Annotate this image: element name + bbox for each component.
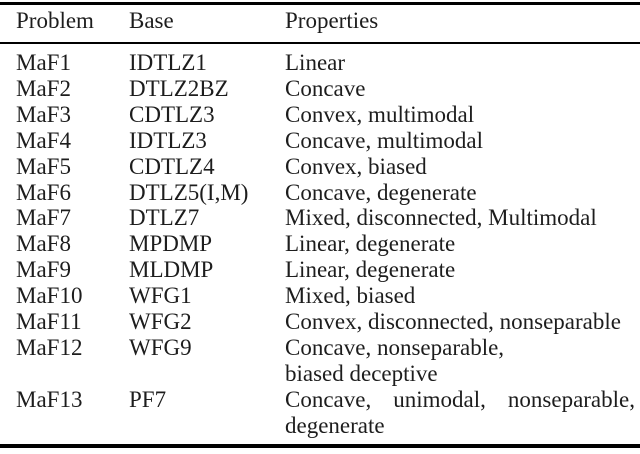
property-line: Mixed, biased (285, 283, 416, 309)
problem-cell: MaF3 (16, 101, 71, 127)
problem-cell: MaF7 (16, 205, 71, 231)
property-line: Linear, degenerate (285, 257, 456, 283)
base-cell: MPDMP (129, 231, 213, 257)
properties-cell: Linear (285, 50, 635, 76)
table-header-rule (0, 42, 640, 44)
problem-cell: MaF6 (16, 179, 71, 205)
table-row: MaF1 IDTLZ1 Linear (0, 50, 640, 76)
property-line: degenerate (285, 412, 385, 438)
base-cell: DTLZ2BZ (129, 75, 229, 101)
table-row: MaF5 CDTLZ4 Convex, biased (0, 154, 640, 180)
problem-cell: MaF11 (16, 309, 82, 335)
problem-cell: MaF8 (16, 231, 71, 257)
column-header-properties: Properties (285, 8, 379, 33)
property-line: Concave, unimodal, nonseparable, (285, 386, 635, 412)
table-body: MaF1 IDTLZ1 Linear MaF2 DTLZ2BZ Concave … (0, 50, 640, 439)
base-cell: WFG9 (129, 334, 192, 360)
table-bottom-rule (0, 444, 640, 448)
table-row: MaF6 DTLZ5(I,M) Concave, degenerate (0, 180, 640, 206)
properties-cell: Concave, unimodal, nonseparable,degenera… (285, 387, 635, 439)
base-cell: IDTLZ1 (129, 50, 207, 75)
problem-cell: MaF4 (16, 127, 71, 153)
base-cell: IDTLZ3 (129, 127, 207, 153)
table-row: MaF8 MPDMP Linear, degenerate (0, 231, 640, 257)
properties-cell: Convex, multimodal (285, 102, 635, 128)
property-line: Linear, degenerate (285, 231, 456, 257)
property-line: Convex, disconnected, nonseparable (285, 309, 621, 335)
properties-cell: Mixed, disconnected, Multimodal (285, 205, 635, 231)
base-cell: DTLZ5(I,M) (129, 179, 249, 205)
table-row: MaF11 WFG2 Convex, disconnected, nonsepa… (0, 309, 640, 335)
column-header-problem: Problem (16, 8, 94, 33)
problem-cell: MaF1 (16, 50, 71, 75)
property-line: Mixed, disconnected, Multimodal (285, 205, 597, 231)
column-header-base: Base (129, 8, 174, 33)
table-row: MaF4 IDTLZ3 Concave, multimodal (0, 128, 640, 154)
properties-cell: Concave, degenerate (285, 180, 635, 206)
base-cell: MLDMP (129, 257, 214, 283)
property-line: biased deceptive (285, 360, 438, 386)
properties-cell: Convex, disconnected, nonseparable (285, 309, 635, 335)
table-row: MaF13 PF7 Concave, unimodal, nonseparabl… (0, 387, 640, 439)
problem-cell: MaF9 (16, 257, 71, 283)
table-row: MaF2 DTLZ2BZ Concave (0, 76, 640, 102)
table-row: MaF12 WFG9 Concave, nonseparable,biased … (0, 335, 640, 387)
properties-cell: Concave (285, 76, 635, 102)
problem-cell: MaF10 (16, 283, 83, 309)
base-cell: PF7 (129, 386, 167, 412)
table-row: MaF3 CDTLZ3 Convex, multimodal (0, 102, 640, 128)
property-line: Concave, nonseparable, (285, 334, 505, 360)
properties-cell: Linear, degenerate (285, 231, 635, 257)
table-row: MaF7 DTLZ7 Mixed, disconnected, Multimod… (0, 205, 640, 231)
problem-cell: MaF12 (16, 334, 83, 360)
property-line: Convex, biased (285, 153, 427, 179)
table-row: MaF9 MLDMP Linear, degenerate (0, 257, 640, 283)
base-cell: WFG2 (129, 309, 192, 335)
property-line: Concave, degenerate (285, 179, 477, 205)
property-line: Concave, multimodal (285, 127, 484, 153)
properties-cell: Concave, multimodal (285, 128, 635, 154)
property-line: Convex, multimodal (285, 101, 475, 127)
base-cell: CDTLZ3 (129, 101, 215, 127)
problem-cell: MaF13 (16, 386, 83, 412)
problem-cell: MaF5 (16, 153, 71, 179)
problem-cell: MaF2 (16, 75, 71, 101)
property-line: Concave (285, 75, 366, 101)
properties-cell: Concave, nonseparable,biased deceptive (285, 335, 635, 387)
properties-cell: Mixed, biased (285, 283, 635, 309)
base-cell: DTLZ7 (129, 205, 200, 231)
base-cell: CDTLZ4 (129, 153, 215, 179)
table-top-rule (0, 2, 640, 5)
properties-cell: Convex, biased (285, 154, 635, 180)
table-header-row: Problem Base Properties (0, 6, 640, 36)
table-row: MaF10 WFG1 Mixed, biased (0, 283, 640, 309)
base-cell: WFG1 (129, 283, 192, 309)
property-line: Linear (285, 50, 346, 75)
properties-cell: Linear, degenerate (285, 257, 635, 283)
